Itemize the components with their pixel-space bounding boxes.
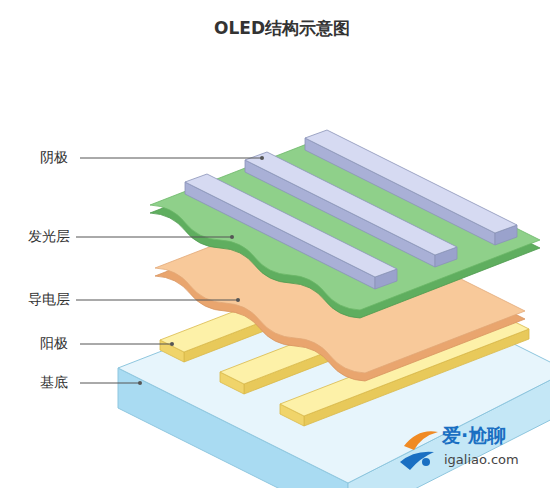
part-label: 基底 (40, 374, 68, 391)
part-label: 阳极 (40, 335, 68, 352)
part-label: 发光层 (28, 228, 70, 245)
cathode-bars (185, 130, 517, 289)
watermark-icon (400, 431, 438, 470)
watermark: 爱·尬聊 (442, 424, 506, 447)
part-label: 阴极 (40, 149, 68, 166)
watermark: igaliao.com (444, 452, 519, 468)
diagram-title: OLED结构示意图 (214, 18, 350, 38)
leader-dots (138, 156, 264, 385)
leader-lines (76, 158, 262, 383)
part-label: 导电层 (28, 291, 70, 308)
